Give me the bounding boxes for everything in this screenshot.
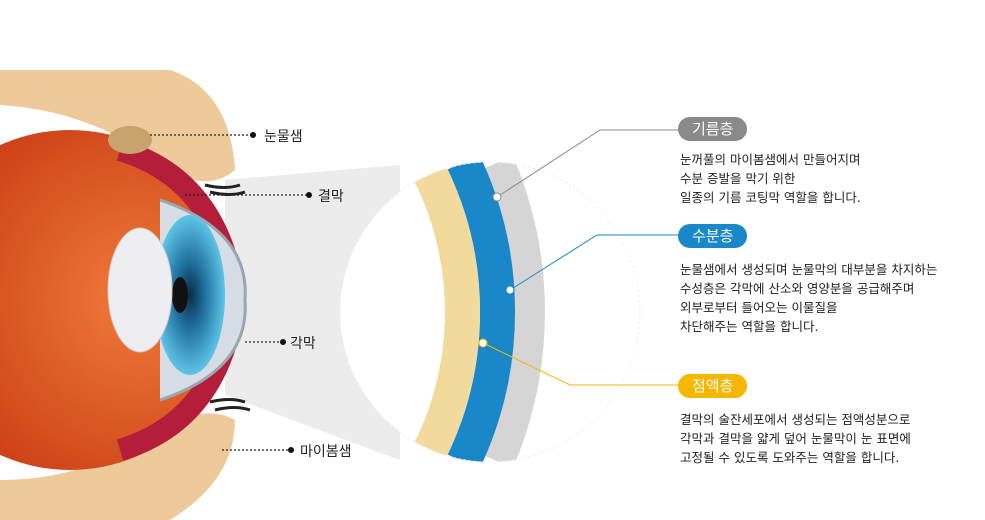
iris (155, 215, 225, 375)
tear-film-closeup (408, 162, 545, 462)
magnify-funnel (225, 165, 400, 460)
desc-line: 각막과 결막을 얇게 덮어 눈물막이 눈 표면에 (680, 431, 911, 446)
desc-line: 수분 증발을 막기 위한 (680, 171, 796, 186)
badge-mucin-layer: 점액층 (678, 374, 748, 398)
desc-line: 차단해주는 역할을 합니다. (680, 319, 819, 334)
desc-aqueous-layer: 눈물샘에서 생성되며 눈물막의 대부분을 차지하는 수성층은 각막에 산소와 영… (680, 260, 937, 336)
label-conjunctiva: 결막 (318, 189, 344, 205)
eyelashes (204, 183, 251, 412)
lacrimal-gland-shape (108, 126, 152, 154)
desc-line: 일종의 기름 코팅막 역할을 합니다. (680, 190, 861, 205)
desc-line: 수성층은 각막에 산소와 영양분을 공급해주며 (680, 281, 915, 296)
desc-line: 눈물샘에서 생성되며 눈물막의 대부분을 차지하는 (680, 262, 938, 277)
mucin-layer-band (408, 162, 480, 462)
lower-eyelid (0, 413, 235, 520)
aqueous-layer-band (447, 162, 516, 462)
desc-line: 결막의 술잔세포에서 생성되는 점액성분으로 (680, 412, 911, 427)
desc-line: 눈꺼풀의 마이봄샘에서 만들어지며 (680, 152, 861, 167)
badge-aqueous-layer: 수분층 (678, 224, 748, 248)
label-cornea: 각막 (290, 336, 316, 352)
desc-lipid-layer: 눈꺼풀의 마이봄샘에서 만들어지며 수분 증발을 막기 위한 일종의 기름 코팅… (680, 150, 861, 207)
desc-line: 외부로부터 들어오는 이물질을 (680, 300, 838, 315)
upper-eyelid (0, 70, 235, 182)
lens (107, 227, 173, 353)
badge-lipid-layer: 기름층 (678, 117, 748, 141)
label-meibomian-gland: 마이봄샘 (300, 444, 352, 460)
desc-line: 고정될 수 있도록 도와주는 역할을 합니다. (680, 450, 900, 465)
lipid-layer-band (485, 162, 545, 462)
desc-mucin-layer: 결막의 술잔세포에서 생성되는 점액성분으로 각막과 결막을 얇게 덮어 눈물막… (680, 410, 911, 467)
label-lacrimal-gland: 눈물샘 (264, 129, 303, 145)
